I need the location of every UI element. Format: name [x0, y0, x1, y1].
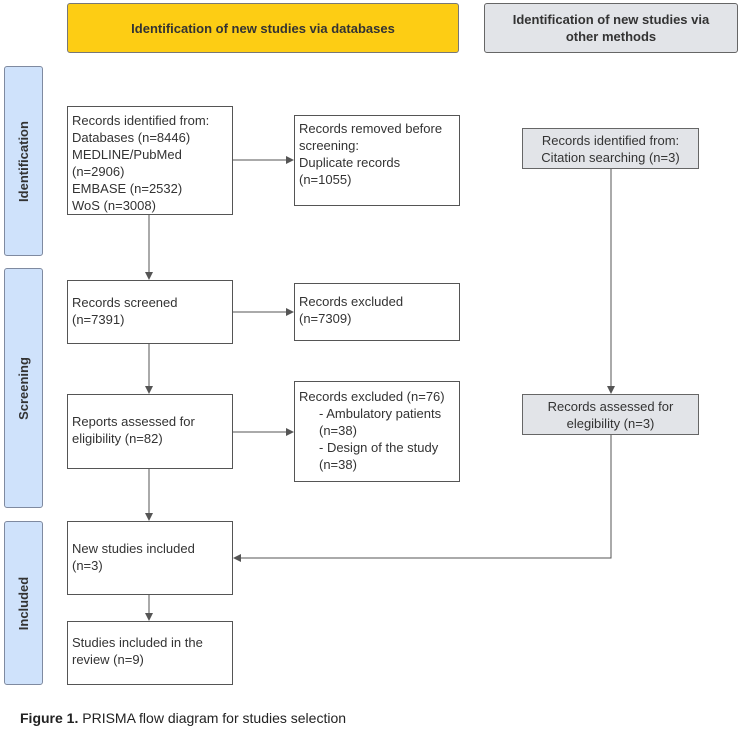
records-screened-line: Records screened — [72, 295, 178, 310]
reports-excluded-item: (n=38) — [319, 423, 357, 438]
citation-assessed-box: Records assessed for elegibility (n=3) — [522, 394, 699, 435]
figure-caption: Figure 1. PRISMA flow diagram for studie… — [20, 710, 346, 726]
studies-in-review-line: review (n=9) — [72, 652, 144, 667]
phase-screening: Screening — [4, 268, 43, 508]
reports-assessed-box: Reports assessed for eligibility (n=82) — [67, 394, 233, 469]
databases-header: Identification of new studies via databa… — [67, 3, 459, 53]
records-identified-line: EMBASE (n=2532) — [72, 181, 183, 196]
studies-in-review-line: Studies included in the — [72, 635, 203, 650]
citation-identified-line: Citation searching (n=3) — [541, 150, 680, 165]
records-removed-line: (n=1055) — [299, 172, 352, 187]
phase-identification: Identification — [4, 66, 43, 256]
citation-assessed-line: elegibility (n=3) — [566, 416, 655, 431]
records-removed-line: Records removed before — [299, 121, 443, 136]
citation-identified-box: Records identified from: Citation search… — [522, 128, 699, 169]
studies-in-review-box: Studies included in the review (n=9) — [67, 621, 233, 685]
records-identified-line: (n=2906) — [72, 164, 125, 179]
citation-assessed-line: Records assessed for — [547, 399, 674, 414]
records-identified-line: WoS (n=3008) — [72, 198, 156, 213]
records-removed-line: Duplicate records — [299, 155, 401, 170]
reports-assessed-line: eligibility (n=82) — [72, 431, 163, 446]
records-excluded-line: (n=7309) — [299, 311, 352, 326]
records-identified-line: Records identified from: — [72, 113, 210, 128]
records-identified-box: Records identified from: Databases (n=84… — [67, 106, 233, 215]
reports-excluded-item: - Ambulatory patients — [319, 406, 442, 421]
new-studies-line: (n=3) — [72, 558, 103, 573]
other-methods-header: Identification of new studies via other … — [484, 3, 738, 53]
databases-header-label: Identification of new studies via databa… — [131, 20, 395, 36]
other-methods-header-line2: other methods — [565, 29, 657, 44]
records-removed-line: screening: — [299, 138, 359, 153]
records-screened-line: (n=7391) — [72, 312, 125, 327]
figure-caption-label: Figure 1. — [20, 710, 79, 726]
citation-identified-line: Records identified from: — [541, 133, 680, 148]
records-removed-box: Records removed before screening: Duplic… — [294, 115, 460, 206]
reports-excluded-title: Records excluded (n=76) — [299, 389, 445, 404]
records-identified-line: Databases (n=8446) — [72, 130, 191, 145]
records-screened-box: Records screened (n=7391) — [67, 280, 233, 344]
new-studies-box: New studies included (n=3) — [67, 521, 233, 595]
records-excluded-line: Records excluded — [299, 294, 404, 309]
reports-excluded-item: (n=38) — [319, 457, 357, 472]
new-studies-line: New studies included — [72, 541, 195, 556]
reports-excluded-item: - Design of the study — [319, 440, 439, 455]
figure-caption-text: PRISMA flow diagram for studies selectio… — [78, 710, 347, 726]
phase-included: Included — [4, 521, 43, 685]
records-excluded-box: Records excluded (n=7309) — [294, 283, 460, 341]
reports-excluded-box: Records excluded (n=76) - Ambulatory pat… — [294, 381, 460, 482]
reports-assessed-line: Reports assessed for — [72, 414, 195, 429]
records-identified-line: MEDLINE/PubMed — [72, 147, 182, 162]
arrow-citation-assessed-to-new-studies — [233, 435, 612, 562]
other-methods-header-line1: Identification of new studies via — [512, 12, 710, 27]
